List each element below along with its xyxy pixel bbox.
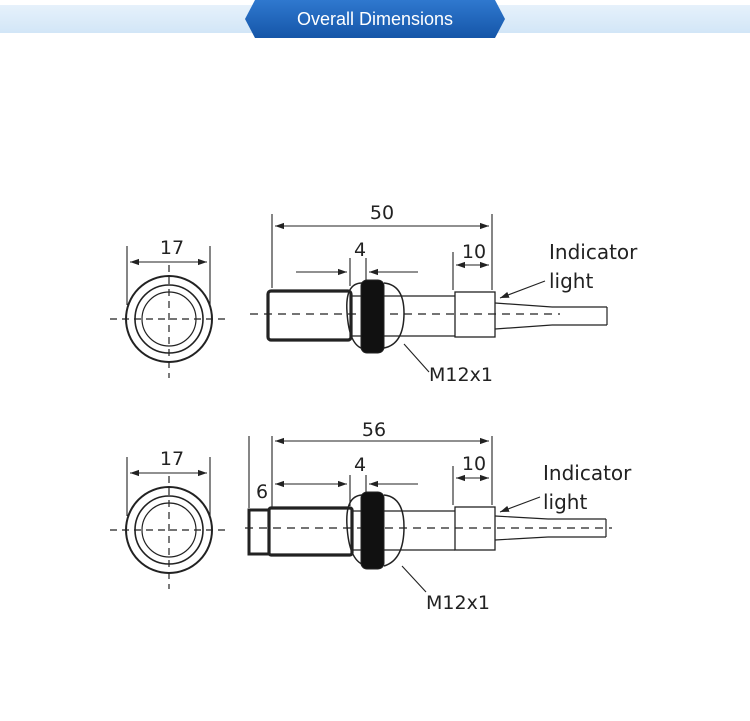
header-tab: Overall Dimensions [245, 0, 505, 38]
top-thread-label: M12x1 [429, 364, 493, 386]
bottom-side-view [245, 436, 612, 593]
top-indicator-label: Indicator light [549, 240, 644, 293]
top-front-view [110, 246, 228, 378]
bottom-rear-length-label: 10 [462, 453, 486, 475]
bottom-nut-width-label: 4 [354, 454, 366, 476]
bottom-front-view [110, 457, 228, 589]
bottom-thread-label: M12x1 [426, 592, 490, 614]
top-total-length-label: 50 [370, 202, 394, 224]
top-side-view [250, 214, 608, 373]
bottom-total-length-label: 56 [362, 419, 386, 441]
bottom-face-width-label: 17 [160, 448, 184, 470]
top-indicator-label-line2: light [549, 269, 593, 293]
top-nut-width-label: 4 [354, 239, 366, 261]
top-face-width-label: 17 [160, 237, 184, 259]
top-rear-length-label: 10 [462, 241, 486, 263]
bottom-indicator-label-line2: light [543, 490, 587, 514]
top-indicator-label-line1: Indicator [549, 240, 638, 264]
page-title: Overall Dimensions [296, 9, 454, 29]
bottom-indicator-label: Indicator light [543, 461, 638, 514]
bottom-indicator-label-line1: Indicator [543, 461, 632, 485]
bottom-front-extension-label: 6 [256, 481, 268, 503]
